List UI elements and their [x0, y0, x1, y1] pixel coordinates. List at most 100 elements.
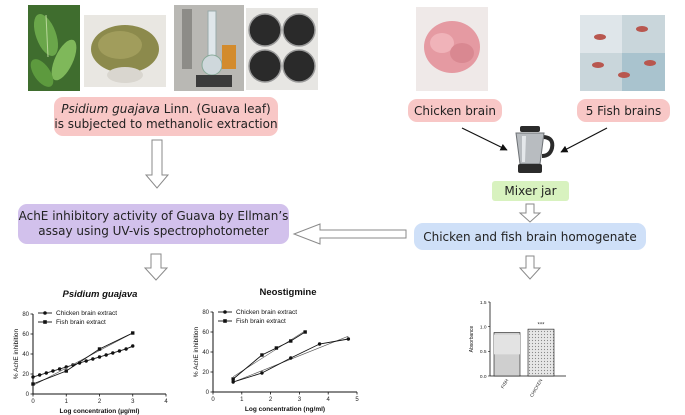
extraction-line1: Psidium guajava Linn. (Guava leaf)	[61, 102, 270, 117]
chart2-xtick-label: 1	[240, 397, 244, 403]
chart1-xtick-label: 2	[98, 399, 102, 405]
chart2-ylabel: % AchE inhibition	[193, 327, 200, 378]
chart2-point	[231, 380, 235, 384]
chart1-ytick-label: 80	[22, 312, 29, 318]
down-arrow-mixer	[518, 203, 542, 223]
chart1-point	[37, 373, 42, 377]
fish-brains-photo	[580, 15, 665, 91]
chart3-ylabel: Absorbance	[469, 325, 475, 352]
extraction-line2: is subjected to methanolic extraction	[54, 116, 278, 131]
chart2-legend-label: Fish brain extract	[236, 318, 286, 325]
mixer-jar-icon	[506, 124, 556, 176]
chart3-ytick-label: 1.0	[480, 324, 487, 330]
chart3-xtick-label: FISH	[500, 378, 509, 389]
chart2-ytick-label: 80	[202, 310, 209, 316]
chart1-point	[31, 375, 35, 379]
down-arrow-ache	[143, 253, 169, 281]
ache-line1: AchE inhibitory activity of Guava by Ell…	[18, 209, 289, 223]
chart2-legend-label: Chicken brain extract	[236, 309, 297, 316]
chart1-point	[131, 331, 135, 335]
ache-assay-box: AchE inhibitory activity of Guava by Ell…	[18, 204, 289, 244]
chart3-bar-chicken	[527, 328, 555, 377]
chart1-ylabel: % AchE inhibition	[13, 329, 20, 380]
chart1-xtick-label: 1	[65, 399, 69, 405]
chart2-ytick-label: 0	[206, 390, 210, 396]
chart1-point	[44, 371, 48, 375]
extraction-box: Psidium guajava Linn. (Guava leaf) is su…	[54, 97, 278, 136]
fish-brains-label: 5 Fish brains	[577, 99, 670, 122]
chart2-ytick-label: 20	[202, 370, 209, 376]
chart1-point	[97, 355, 102, 359]
chart3-significance: ***	[537, 323, 545, 329]
chart2-xlabel: Log concentration (ng/ml)	[245, 406, 325, 413]
chart3-xtick-label: CHICKEN	[529, 378, 543, 398]
chart2-point	[260, 353, 264, 357]
extraction-species-rest: Linn. (Guava leaf)	[159, 101, 271, 116]
chart1-legend-label: Fish brain extract	[56, 319, 106, 326]
arrow-chicken-to-mixer	[461, 127, 508, 151]
chart2-point	[231, 377, 235, 381]
chart2-point	[303, 330, 307, 334]
chart1-legend-marker	[43, 311, 47, 315]
chart1-ytick-label: 0	[26, 392, 30, 398]
chart3-ytick-label: 1.5	[480, 300, 487, 306]
chart2-legend-marker	[223, 319, 227, 323]
chart2-xtick-label: 3	[298, 397, 302, 403]
chart1-point	[124, 347, 128, 351]
chart3-ytick-label: 0.0	[480, 374, 487, 380]
extraction-species: Psidium guajava	[61, 101, 160, 116]
chart1-point	[91, 357, 95, 361]
chart2-point	[289, 339, 293, 343]
ache-line2: assay using UV-vis spectrophotometer	[38, 224, 269, 238]
chart1-ytick-label: 60	[22, 332, 29, 338]
chart3-ytick-label: 0.5	[480, 349, 487, 355]
extract-plates-photo	[246, 8, 318, 90]
chart2-series-line	[232, 331, 306, 380]
chart1-ytick-label: 20	[22, 372, 29, 378]
chart1-point	[51, 369, 55, 373]
chart1-title: Psidium guajava	[62, 289, 138, 300]
rotary-evaporator-photo	[174, 5, 244, 91]
chicken-brain-label: Chicken brain	[408, 99, 502, 122]
chart1-point	[57, 367, 62, 371]
chart1-point	[84, 359, 88, 363]
chart2-point	[346, 337, 351, 341]
chart1-legend-marker	[43, 320, 47, 324]
chart1-fit-line	[32, 332, 133, 386]
chart2-ytick-label: 40	[202, 350, 209, 356]
chart2-title: Neostigmine	[259, 287, 317, 298]
mixer-jar-label: Mixer jar	[492, 181, 569, 201]
chart1-point	[64, 369, 68, 373]
down-arrow-extraction	[144, 139, 170, 189]
chart1-ytick-label: 40	[22, 352, 29, 358]
chart2-point	[317, 342, 322, 346]
chart1-legend-label: Chicken brain extract	[56, 310, 117, 317]
chart1-point	[131, 344, 135, 348]
down-arrow-homogenate	[518, 255, 542, 280]
arrow-fish-to-mixer	[560, 127, 608, 153]
guava-leaf-photo	[28, 5, 80, 91]
chart1-series-line	[32, 332, 133, 385]
chart1-point	[31, 382, 35, 386]
chart1-point	[117, 349, 122, 353]
chart1-point	[111, 351, 115, 355]
chart2-point	[274, 346, 279, 350]
chart2-xtick-label: 5	[355, 397, 359, 403]
chart1-series-line	[32, 345, 133, 378]
homogenate-box: Chicken and fish brain homogenate	[414, 223, 646, 250]
chart2-xtick-label: 2	[269, 397, 273, 403]
chart2-xtick-label: 4	[327, 397, 331, 403]
chart2-xtick-label: 0	[211, 397, 215, 403]
chart2-legend-marker	[223, 310, 227, 314]
chart2-ytick-label: 60	[202, 330, 209, 336]
leaf-powder-photo	[84, 15, 166, 87]
left-arrow-homogenate	[292, 223, 407, 245]
chart1-xtick-label: 4	[164, 399, 168, 405]
chart2-point	[260, 371, 264, 375]
chart1-xtick-label: 3	[131, 399, 135, 405]
chart1-point	[97, 347, 102, 351]
